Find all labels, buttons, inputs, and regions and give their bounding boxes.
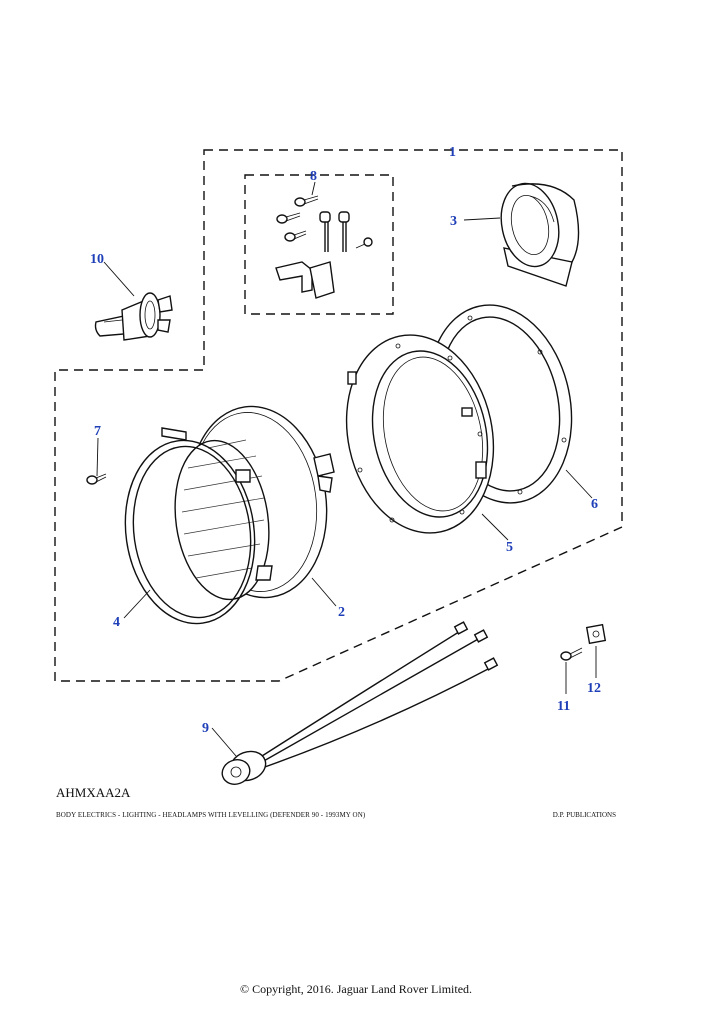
fixings-part	[275, 195, 373, 299]
mounting-ring-part	[345, 334, 495, 534]
screw-11-part	[560, 647, 583, 661]
bezel-screw-part	[86, 473, 107, 485]
callout-9: 9	[202, 721, 209, 736]
clip-nut-12-part	[585, 623, 607, 645]
callout-3: 3	[450, 214, 457, 229]
leader-lines	[96, 181, 597, 757]
callout-4: 4	[113, 615, 120, 630]
callout-5: 5	[506, 540, 513, 555]
kit-boundary-dashed	[54, 149, 623, 682]
bezel-ring-part	[124, 427, 273, 625]
callout-8: 8	[310, 169, 317, 184]
copyright-notice: © Copyright, 2016. Jaguar Land Rover Lim…	[239, 982, 473, 996]
callout-12: 12	[587, 681, 601, 696]
callout-7: 7	[94, 424, 101, 439]
diagram-caption: BODY ELECTRICS - LIGHTING - HEADLAMPS WI…	[56, 811, 366, 819]
callout-10: 10	[90, 252, 104, 267]
diagram-reference-code: AHMXAA2A	[56, 785, 131, 800]
callout-1: 1	[449, 145, 456, 160]
rear-cover-part	[500, 182, 580, 287]
wiring-harness-part	[221, 621, 499, 785]
bulb-part	[94, 292, 173, 341]
headlamp-unit-part	[174, 405, 335, 601]
callout-2: 2	[338, 605, 345, 620]
publisher-label: D.P. PUBLICATIONS	[552, 811, 616, 819]
fixings-kit-boundary-dashed	[244, 174, 394, 315]
callout-6: 6	[591, 497, 598, 512]
callout-11: 11	[557, 699, 570, 714]
